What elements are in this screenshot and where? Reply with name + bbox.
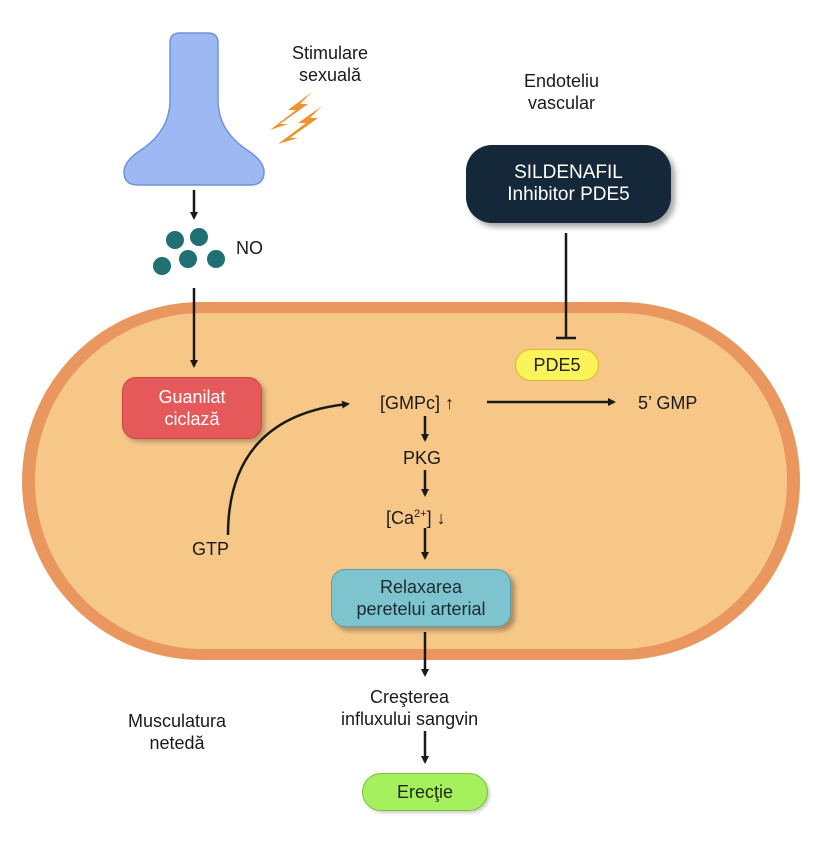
pde5-box: PDE5 xyxy=(515,349,599,381)
smooth-muscle-line2: netedă xyxy=(149,733,205,753)
sildenafil-line1: SILDENAFIL xyxy=(514,162,623,183)
stimulus-label-line1: Stimulare xyxy=(292,43,369,63)
relaxation-line2: peretelui arterial xyxy=(356,599,486,619)
gmpc-label: [GMPc] ↑ xyxy=(380,393,455,413)
calcium-prefix: [Ca xyxy=(386,508,415,528)
arrow-gtp-to-gmpc xyxy=(226,400,350,536)
guanylate-cyclase-box: Guanilat ciclază xyxy=(122,377,262,439)
calcium-superscript: 2+ xyxy=(414,508,427,520)
gtp-label: GTP xyxy=(192,539,230,559)
smooth-muscle-line1: Musculatura xyxy=(128,711,227,731)
no-molecules-icon xyxy=(153,228,225,275)
guanylate-line1: Guanilat xyxy=(158,387,226,407)
sildenafil-line2: Inhibitor PDE5 xyxy=(507,184,630,205)
guanylate-line2: ciclază xyxy=(164,409,220,429)
influx-label: Creşterea influxului sangvin xyxy=(341,686,478,730)
relaxation-line1: Relaxarea xyxy=(379,577,463,597)
smooth-muscle-label: Musculatura netedă xyxy=(128,710,226,754)
no-label: NO xyxy=(236,238,263,258)
erection-label: Erecţie xyxy=(396,782,454,802)
sildenafil-box: SILDENAFIL Inhibitor PDE5 xyxy=(466,145,671,223)
erection-box: Erecţie xyxy=(362,773,488,811)
pkg-label: PKG xyxy=(403,448,442,468)
influx-line2: influxului sangvin xyxy=(341,709,479,729)
five-gmp-label: 5’ GMP xyxy=(638,393,698,413)
stimulus-label: Stimulare sexuală xyxy=(292,42,368,86)
calcium-suffix: ] ↓ xyxy=(426,508,446,528)
influx-line1: Creşterea xyxy=(370,687,450,707)
stimulus-bolt-icon xyxy=(270,92,312,130)
stimulus-label-line2: sexuală xyxy=(298,65,362,85)
neuron-terminal-icon xyxy=(123,32,265,186)
endothelium-label-line1: Endoteliu xyxy=(524,71,600,91)
relaxation-box: Relaxarea peretelui arterial xyxy=(331,569,511,627)
stimulus-bolt-icon xyxy=(278,106,322,144)
endothelium-label-line2: vascular xyxy=(528,93,596,113)
endothelium-label: Endoteliu vascular xyxy=(524,70,599,114)
pde5-label: PDE5 xyxy=(533,355,581,375)
calcium-label: [Ca2+] ↓ xyxy=(386,507,446,529)
